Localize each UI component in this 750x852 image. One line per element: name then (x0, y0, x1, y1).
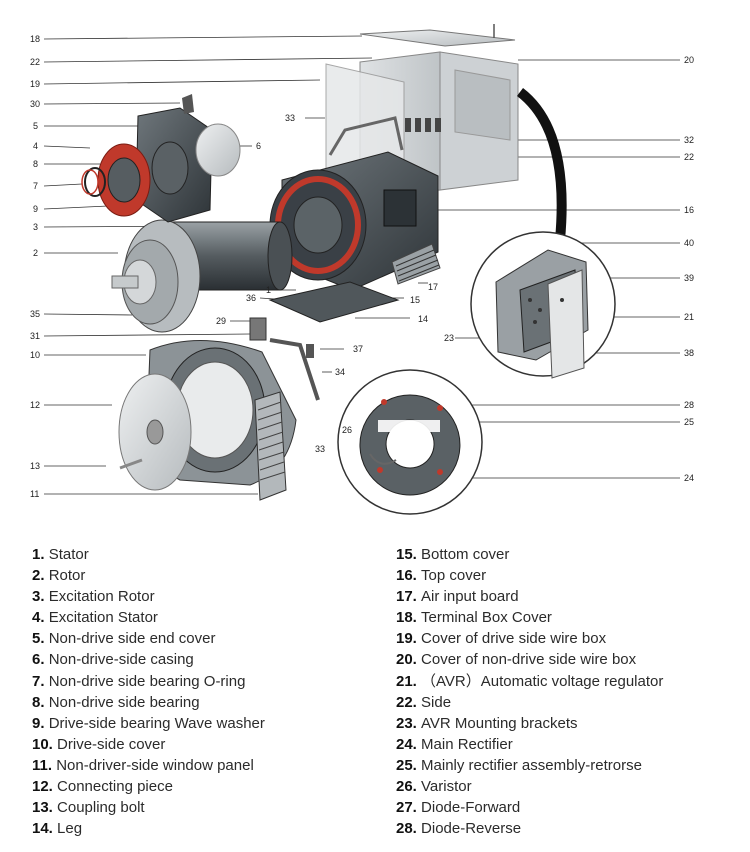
callout-diode-reverse: 28 (684, 400, 695, 410)
legend-item: 10. Drive-side cover (32, 735, 166, 753)
callout-32: 32 (684, 135, 695, 145)
legend-item: 9. Drive-side bearing Wave washer (32, 714, 265, 732)
callout-drive-side-cover: 10 (30, 350, 41, 360)
callout-30: 30 (30, 99, 41, 109)
legend-item: 4. Excitation Stator (32, 609, 158, 627)
legend-right-column: 15. Bottom cover 16. Top cover 17. Air i… (396, 544, 663, 839)
callout-window-panel: 11 (30, 489, 40, 499)
callout-connecting-piece: 12 (30, 400, 41, 410)
legend-item: 18. Terminal Box Cover (396, 609, 552, 627)
legend-item: 3. Excitation Rotor (32, 588, 155, 606)
legend-item: 27. Diode-Forward (396, 799, 521, 817)
legend-item: 7. Non-drive side bearing O-ring (32, 672, 246, 690)
leg (268, 281, 400, 323)
callout-40: 40 (684, 238, 695, 248)
callout-33-top: 33 (285, 113, 296, 123)
legend-item: 20. Cover of non-drive side wire box (396, 651, 637, 669)
callout-39: 39 (684, 273, 695, 283)
legend-item: 24. Main Rectifier (396, 735, 513, 753)
callout-air-input-board: 17 (428, 282, 439, 292)
exploded-diagram: 18 22 19 30 5 4 8 7 9 3 2 35 31 10 12 13… (30, 24, 695, 515)
callout-avr-brackets: 23 (444, 333, 455, 343)
callout-35: 35 (30, 309, 41, 319)
callout-stator: 1 (266, 285, 272, 295)
callout-31: 31 (30, 331, 41, 341)
legend-item: 6. Non-drive-side casing (32, 651, 194, 669)
callout-non-drive-casing: 6 (256, 141, 262, 151)
callout-terminal-box-cover: 18 (30, 34, 41, 44)
callout-coupling-bolt: 13 (30, 461, 41, 471)
callout-rectifier-assembly: 25 (684, 417, 695, 427)
callout-wave-washer: 9 (33, 204, 39, 214)
legend-item: 26. Varistor (396, 778, 472, 796)
callout-non-drive-end-cover: 5 (33, 121, 39, 131)
legend-item: 17. Air input board (396, 588, 519, 606)
callout-rotor: 2 (33, 248, 39, 258)
callout-drive-wire-box-cover: 19 (30, 79, 41, 89)
callout-top-cover: 16 (684, 205, 695, 215)
legend-item: 8. Non-drive side bearing (32, 693, 200, 711)
callout-side: 22 (30, 57, 41, 67)
legend-item: 19. Cover of drive side wire box (396, 630, 607, 648)
terminal-box-cover (359, 29, 516, 47)
callout-varistor: 26 (342, 425, 353, 435)
legend-item: 11. Non-driver-side window panel (32, 756, 254, 774)
legend-item: 12. Connecting piece (32, 778, 173, 796)
legend-item: 15. Bottom cover (396, 546, 510, 563)
avr-board (547, 269, 585, 379)
legend-item: 1. Stator (32, 546, 89, 563)
callout-bottom-cover: 15 (410, 295, 421, 305)
legend-item: 2. Rotor (32, 567, 86, 585)
callout-non-drive-wire-box-cover: 20 (684, 55, 695, 65)
callout-non-drive-bearing: 8 (33, 159, 39, 169)
legend-item: 16. Top cover (396, 567, 487, 585)
callout-36: 36 (246, 293, 257, 303)
callout-34: 34 (335, 367, 346, 377)
callout-37: 37 (353, 344, 364, 354)
callout-29: 29 (216, 316, 227, 326)
callout-excitation-rotor: 3 (33, 222, 39, 232)
callout-leg: 14 (418, 314, 429, 324)
legend-item: 5. Non-drive side end cover (32, 630, 216, 648)
callout-38: 38 (684, 348, 695, 358)
legend-item: 25. Mainly rectifier assembly-retrorse (396, 756, 642, 774)
legend-left-column: 1. Stator 2. Rotor 3. Excitation Rotor 4… (32, 544, 265, 839)
legend-item: 14. Leg (32, 820, 83, 838)
callout-o-ring: 7 (33, 181, 39, 191)
callout-excitation-stator: 4 (33, 141, 39, 151)
legend-item: 21. （AVR）Automatic voltage regulator (396, 672, 664, 690)
generator-drawing (43, 24, 680, 515)
callout-avr: 21 (684, 312, 695, 322)
legend-item: 13. Coupling bolt (32, 799, 145, 817)
callout-33-bottom: 33 (315, 444, 326, 454)
legend-item: 22. Side (396, 693, 452, 711)
callout-side-right: 22 (684, 152, 695, 162)
non-drive-casing (195, 123, 241, 177)
legend-item: 23. AVR Mounting brackets (396, 714, 578, 732)
callout-main-rectifier: 24 (684, 473, 695, 483)
legend-item: 28. Diode-Reverse (396, 820, 522, 838)
